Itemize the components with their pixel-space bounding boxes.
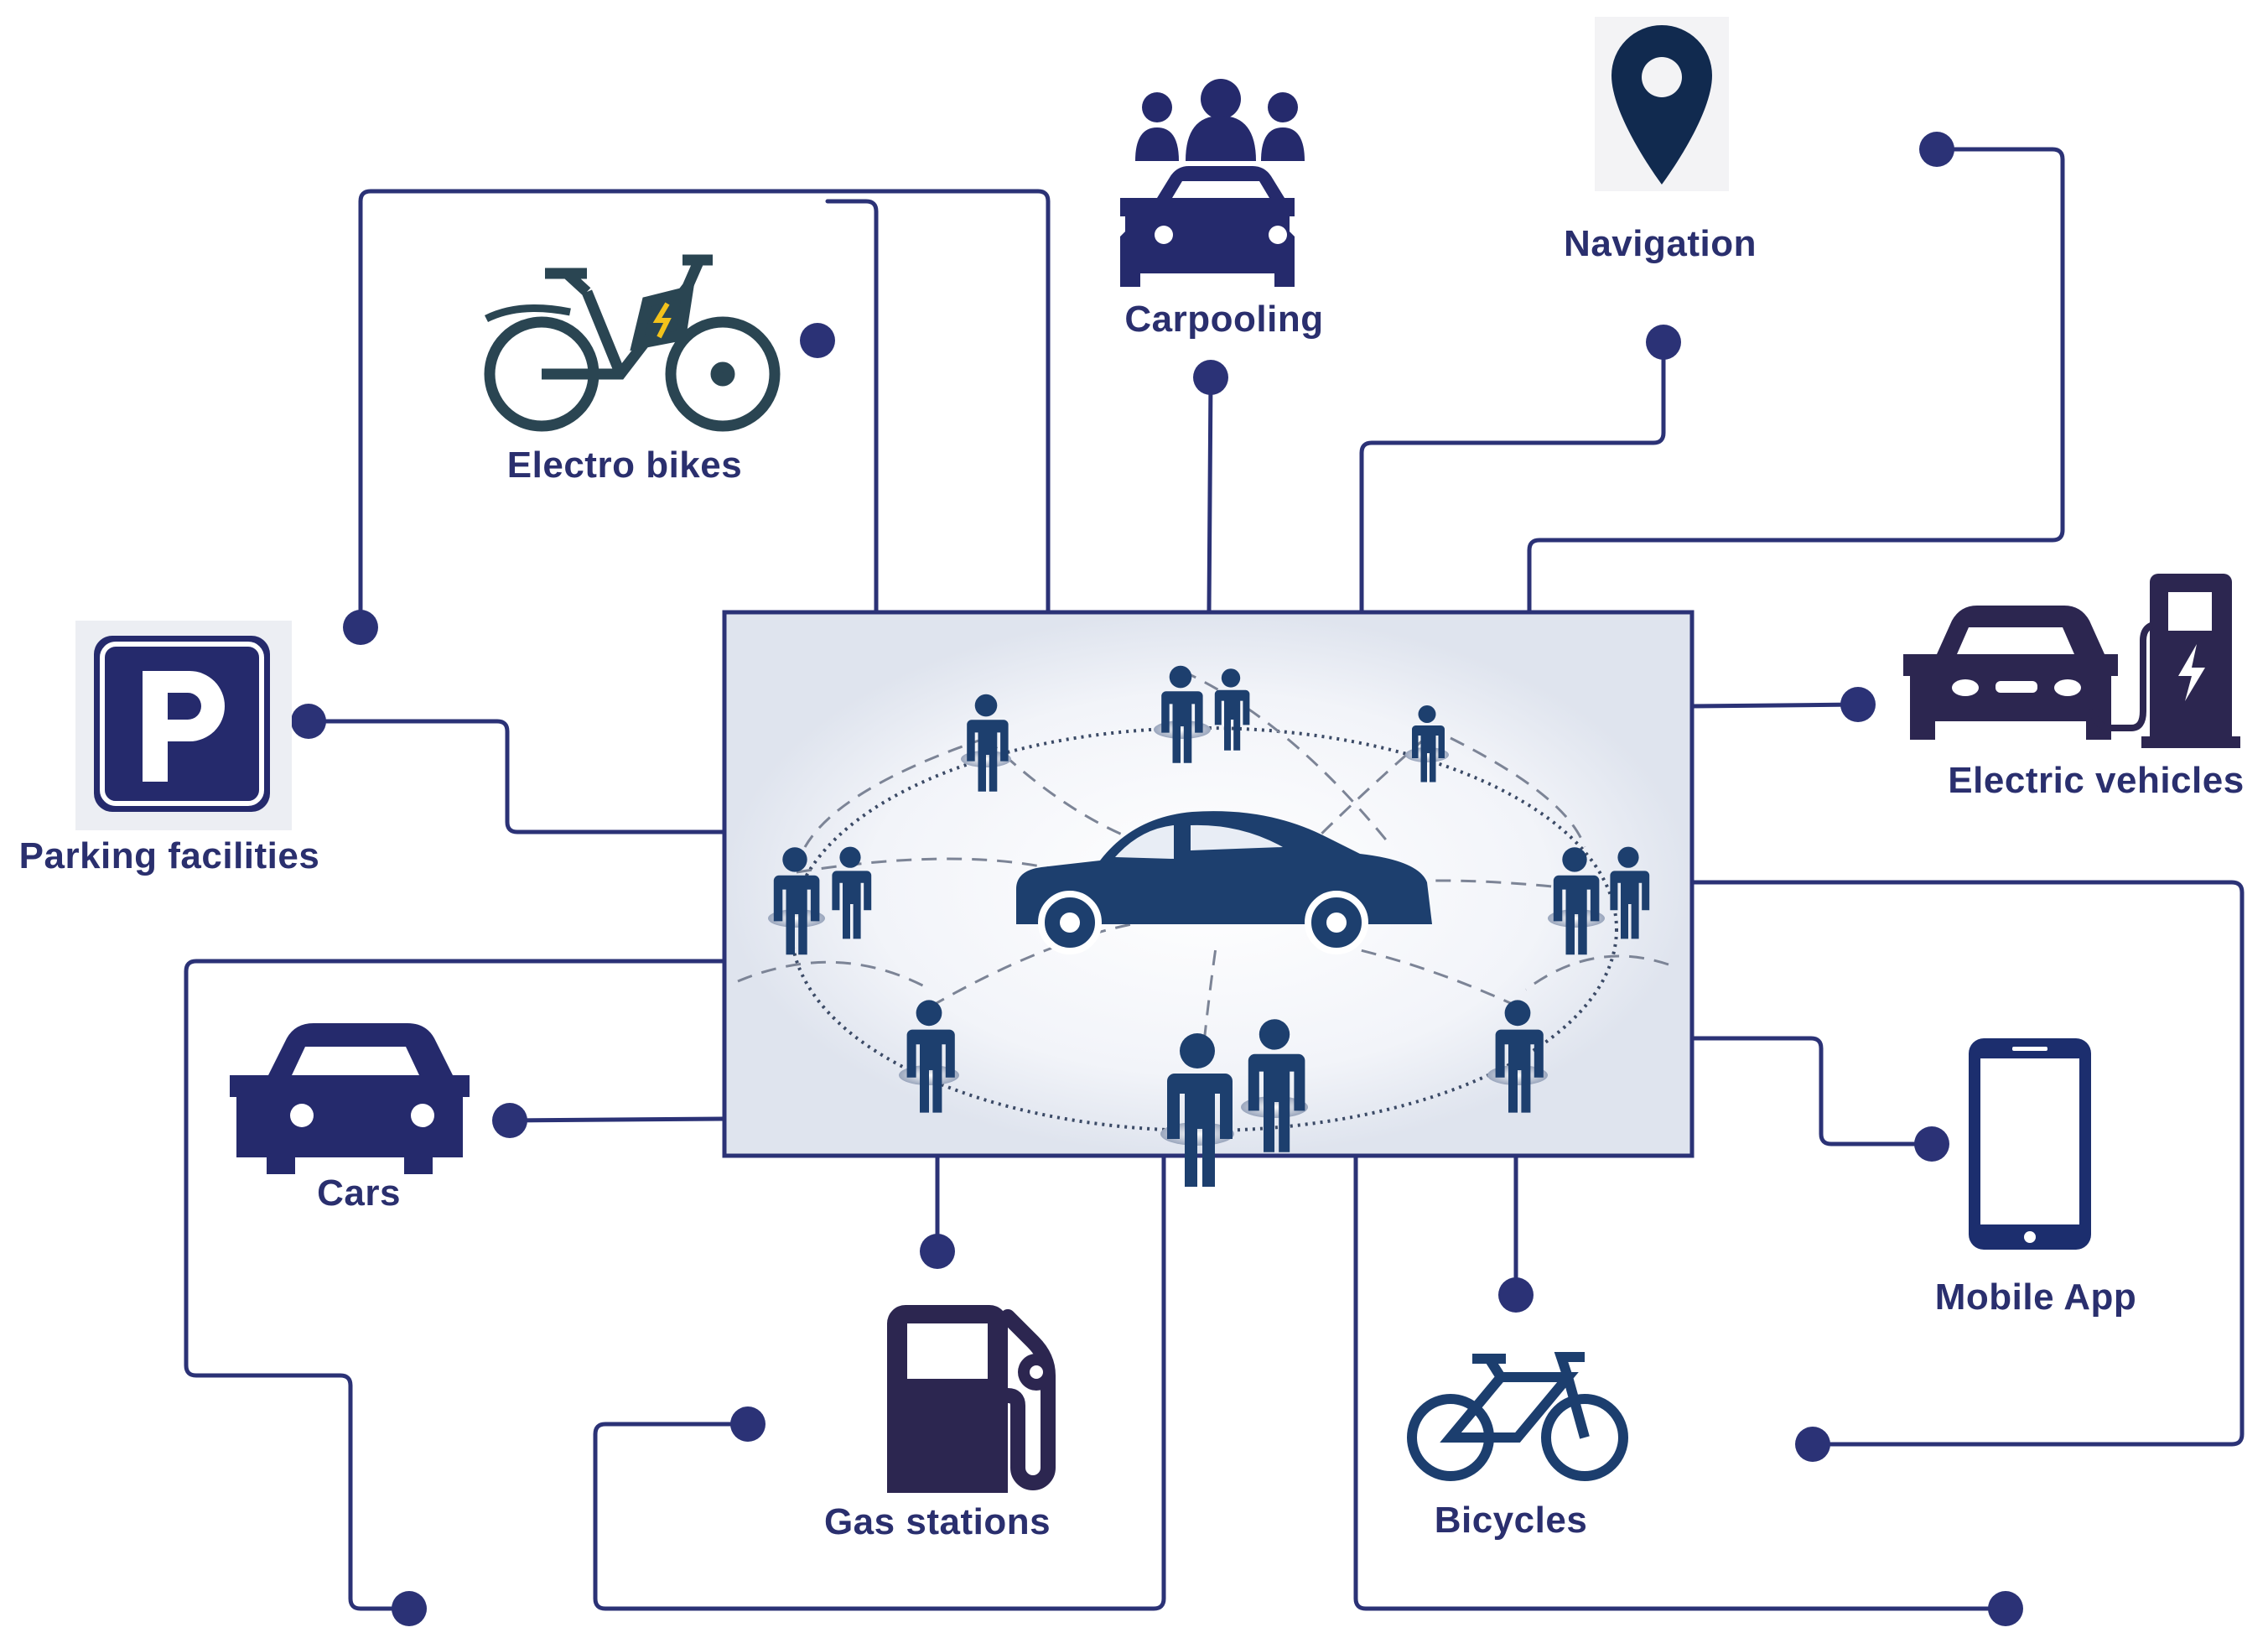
gas-pump-icon bbox=[887, 1305, 1056, 1493]
connector-lines bbox=[184, 147, 2245, 1611]
location-pin-icon bbox=[1595, 17, 1729, 191]
label-parking-facilities: Parking facilities bbox=[18, 835, 320, 876]
label-cars: Cars bbox=[317, 1172, 401, 1214]
label-navigation: Navigation bbox=[1564, 223, 1757, 264]
car-icon bbox=[230, 1023, 470, 1174]
electric-bike-icon bbox=[484, 254, 781, 432]
parking-icon bbox=[75, 621, 292, 830]
central-network-image bbox=[722, 610, 1695, 1187]
label-bicycles: Bicycles bbox=[1434, 1500, 1588, 1541]
carpooling-icon bbox=[1120, 79, 1305, 287]
label-gas-stations: Gas stations bbox=[823, 1501, 1051, 1542]
connector-dots bbox=[291, 132, 2023, 1626]
bicycle-icon bbox=[1407, 1352, 1628, 1481]
central-car bbox=[1016, 811, 1432, 954]
label-electro-bikes: Electro bikes bbox=[506, 445, 743, 486]
label-carpooling: Carpooling bbox=[1124, 299, 1324, 340]
label-electric-vehicles: Electric vehicles bbox=[1948, 760, 2245, 801]
smartphone-icon bbox=[1969, 1038, 2091, 1250]
ev-charging-icon bbox=[1903, 574, 2240, 748]
label-mobile-app: Mobile App bbox=[1934, 1276, 2137, 1318]
